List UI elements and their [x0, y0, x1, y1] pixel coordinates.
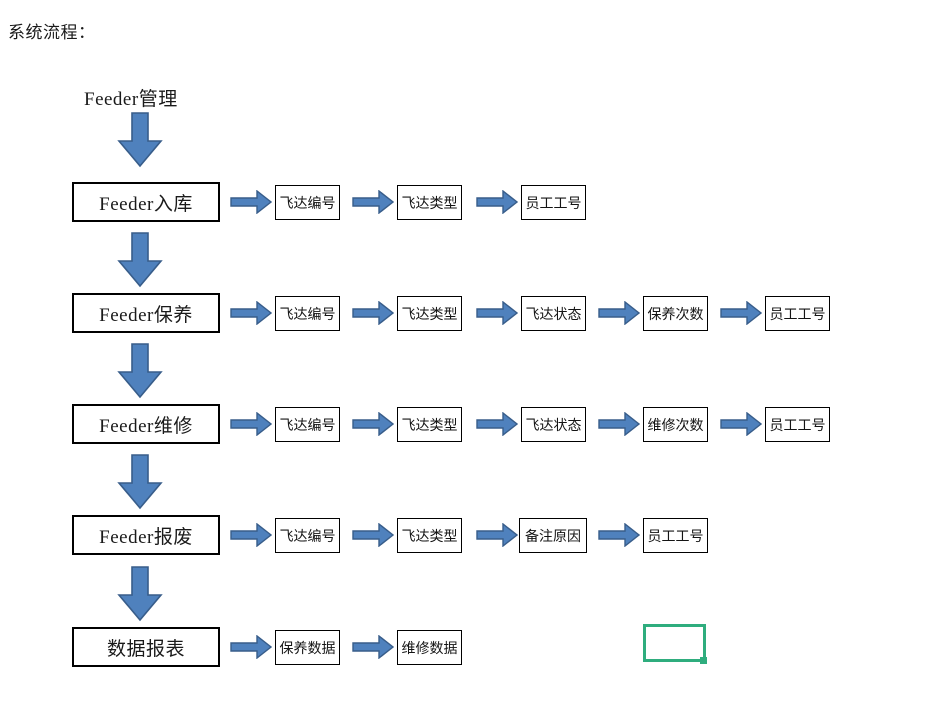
field-box-r2-f5[interactable]: 员工工号 [765, 296, 830, 331]
right-arrow-icon-r1-2 [352, 190, 394, 214]
process-box-data-report[interactable]: 数据报表 [72, 627, 220, 667]
process-box-feeder-scrap[interactable]: Feeder报废 [72, 515, 220, 555]
right-arrow-icon-r4-2 [352, 523, 394, 547]
right-arrow-icon-r5-1 [230, 635, 272, 659]
down-arrow-icon-1 [117, 112, 163, 168]
process-box-feeder-maintenance[interactable]: Feeder保养 [72, 293, 220, 333]
stage-label-feeder-management: Feeder管理 [84, 89, 178, 110]
right-arrow-icon-r2-4 [598, 301, 640, 325]
field-box-r1-f3[interactable]: 员工工号 [521, 185, 586, 220]
right-arrow-icon-r3-5 [720, 412, 762, 436]
right-arrow-icon-r1-1 [230, 190, 272, 214]
right-arrow-icon-r3-3 [476, 412, 518, 436]
field-box-r2-f3[interactable]: 飞达状态 [521, 296, 586, 331]
right-arrow-icon-r4-3 [476, 523, 518, 547]
field-box-r4-f1[interactable]: 飞达编号 [275, 518, 340, 553]
field-box-r2-f4[interactable]: 保养次数 [643, 296, 708, 331]
down-arrow-icon-5 [117, 566, 163, 622]
field-box-r1-f2[interactable]: 飞达类型 [397, 185, 462, 220]
empty-placeholder-rect[interactable] [643, 624, 706, 662]
field-box-r4-f3[interactable]: 备注原因 [519, 518, 587, 553]
field-box-r4-f4[interactable]: 员工工号 [643, 518, 708, 553]
field-box-r3-f4[interactable]: 维修次数 [643, 407, 708, 442]
field-box-r3-f2[interactable]: 飞达类型 [397, 407, 462, 442]
field-box-r5-f1[interactable]: 保养数据 [275, 630, 340, 665]
field-box-r3-f3[interactable]: 飞达状态 [521, 407, 586, 442]
field-box-r4-f2[interactable]: 飞达类型 [397, 518, 462, 553]
right-arrow-icon-r3-4 [598, 412, 640, 436]
field-box-r3-f1[interactable]: 飞达编号 [275, 407, 340, 442]
field-box-r2-f2[interactable]: 飞达类型 [397, 296, 462, 331]
resize-handle[interactable] [700, 657, 707, 664]
down-arrow-icon-3 [117, 343, 163, 399]
field-box-r5-f2[interactable]: 维修数据 [397, 630, 462, 665]
right-arrow-icon-r1-3 [476, 190, 518, 214]
down-arrow-icon-4 [117, 454, 163, 510]
process-box-feeder-repair[interactable]: Feeder维修 [72, 404, 220, 444]
right-arrow-icon-r2-5 [720, 301, 762, 325]
process-box-feeder-inbound[interactable]: Feeder入库 [72, 182, 220, 222]
right-arrow-icon-r2-1 [230, 301, 272, 325]
field-box-r3-f5[interactable]: 员工工号 [765, 407, 830, 442]
field-box-r1-f1[interactable]: 飞达编号 [275, 185, 340, 220]
right-arrow-icon-r2-2 [352, 301, 394, 325]
right-arrow-icon-r3-1 [230, 412, 272, 436]
right-arrow-icon-r5-2 [352, 635, 394, 659]
field-box-r2-f1[interactable]: 飞达编号 [275, 296, 340, 331]
right-arrow-icon-r4-4 [598, 523, 640, 547]
right-arrow-icon-r4-1 [230, 523, 272, 547]
page-title: 系统流程： [8, 23, 96, 42]
right-arrow-icon-r3-2 [352, 412, 394, 436]
right-arrow-icon-r2-3 [476, 301, 518, 325]
down-arrow-icon-2 [117, 232, 163, 288]
